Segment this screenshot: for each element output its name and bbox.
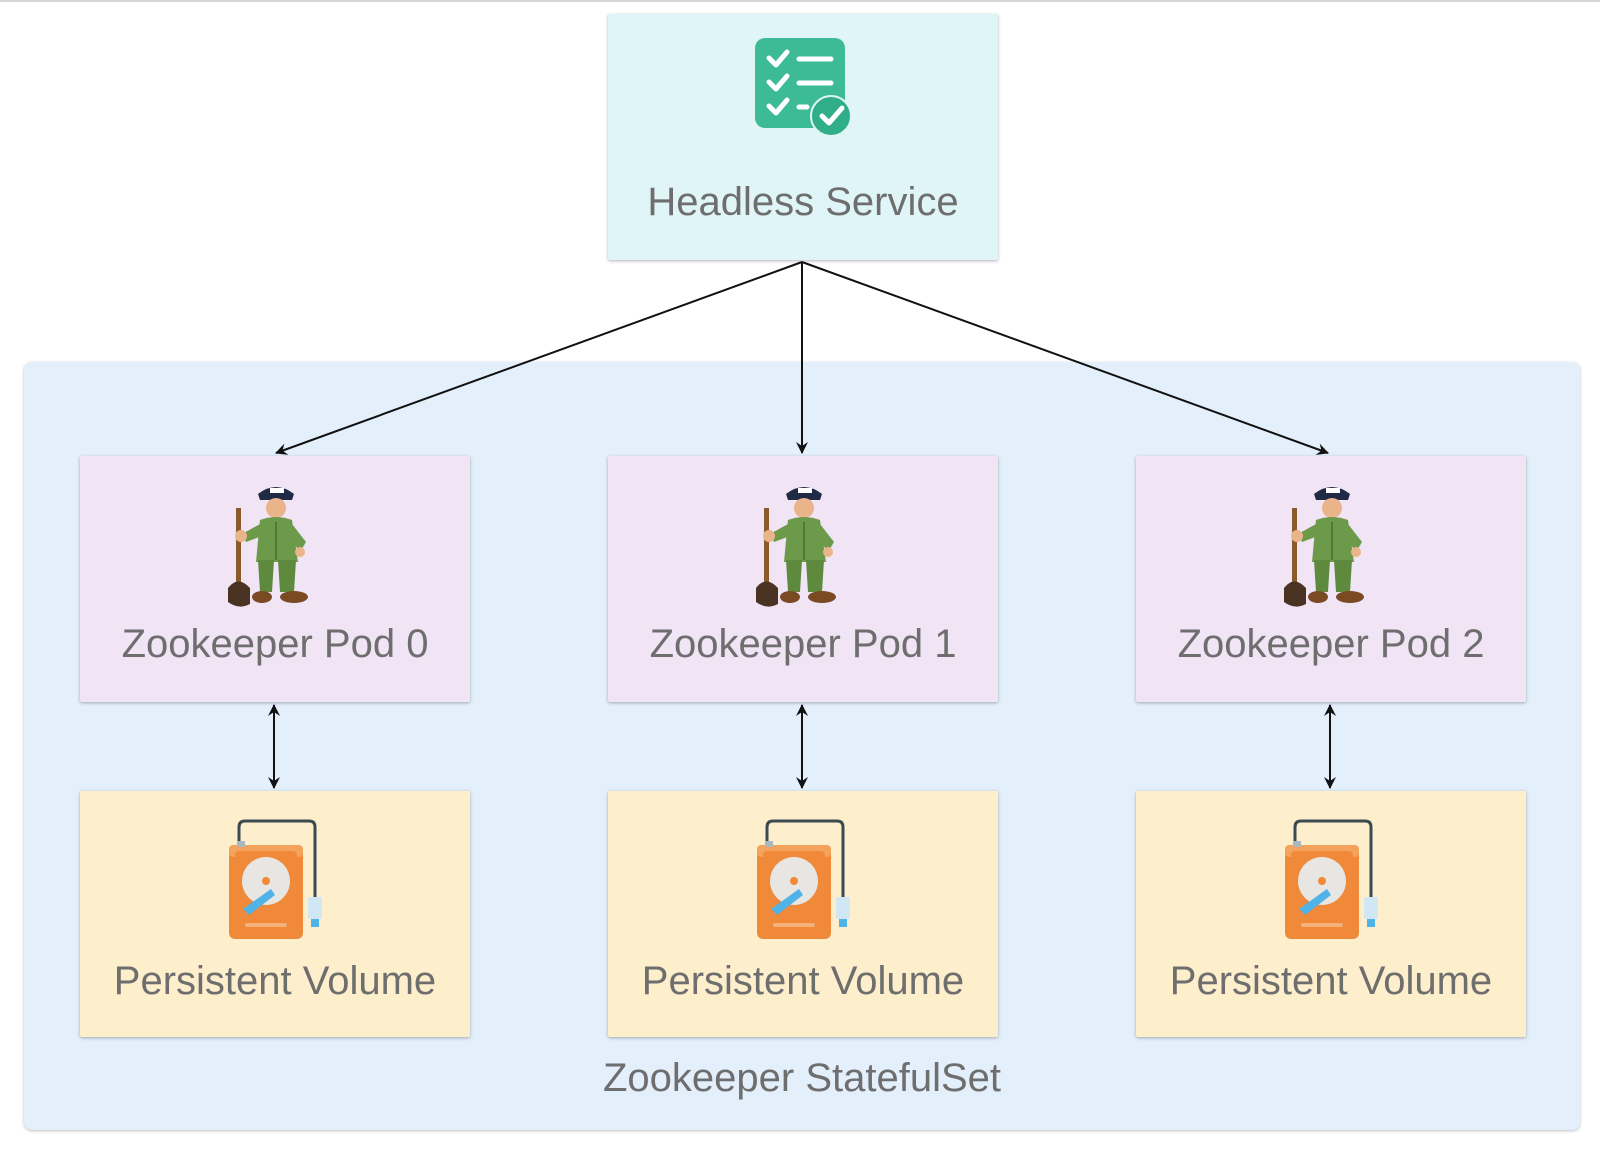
headless-service-label: Headless Service: [647, 180, 959, 224]
volume-label: Persistent Volume: [1169, 959, 1493, 1003]
hard-drive-icon: [757, 819, 850, 939]
hard-drive-icon: [1285, 819, 1378, 939]
persistent-volume-1[interactable]: Persistent Volume: [608, 791, 998, 1037]
volume-label: Persistent Volume: [641, 959, 965, 1003]
zookeeper-pod-1[interactable]: Zookeeper Pod 1: [608, 456, 998, 702]
arrow-service-to-pod-0: [275, 261, 803, 455]
volume-label: Persistent Volume: [113, 959, 437, 1003]
headless-service-box[interactable]: Headless Service: [608, 14, 998, 260]
zookeeper-icon: [1284, 487, 1364, 607]
pod-label: Zookeeper Pod 2: [1177, 622, 1485, 666]
top-border: [0, 0, 1600, 2]
arrow-service-to-pod-2: [801, 261, 1329, 455]
statefulset-label: Zookeeper StatefulSet: [602, 1056, 1002, 1100]
pod-label: Zookeeper Pod 0: [121, 622, 429, 666]
zookeeper-icon: [756, 487, 836, 607]
persistent-volume-0[interactable]: Persistent Volume: [80, 791, 470, 1037]
zookeeper-pod-0[interactable]: Zookeeper Pod 0: [80, 456, 470, 702]
zookeeper-pod-2[interactable]: Zookeeper Pod 2: [1136, 456, 1526, 702]
pod-label: Zookeeper Pod 1: [649, 622, 957, 666]
zookeeper-icon: [228, 487, 308, 607]
persistent-volume-2[interactable]: Persistent Volume: [1136, 791, 1526, 1037]
hard-drive-icon: [229, 819, 322, 939]
checklist-icon: [755, 38, 852, 137]
